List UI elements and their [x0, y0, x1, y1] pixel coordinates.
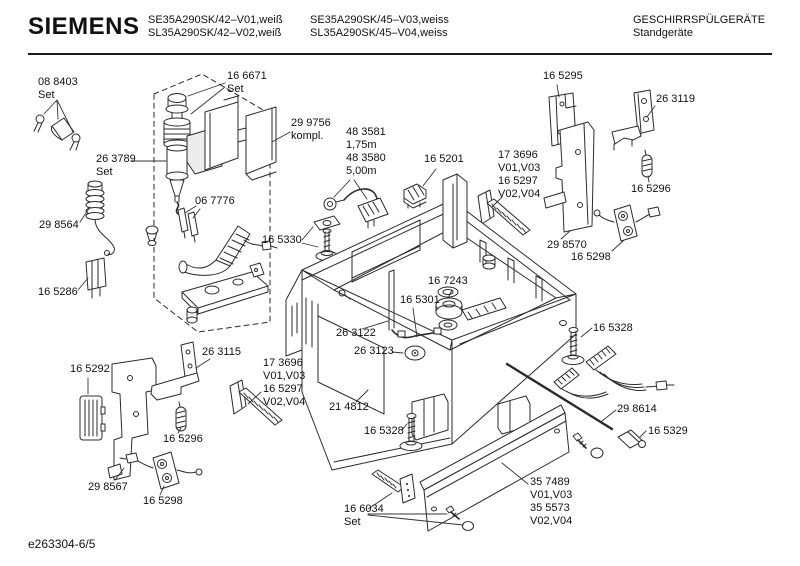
- part-label-26-3122: 26 3122: [336, 327, 376, 339]
- drawing-rod-and-spacer: [505, 362, 646, 459]
- part-label-16-7243: 16 7243: [428, 275, 468, 287]
- document-code: e263304-6/5: [28, 537, 96, 551]
- drawing-hose-clips: [33, 114, 81, 151]
- drawing-valve-enclosure: [204, 95, 277, 181]
- header-divider: [28, 53, 772, 55]
- part-label-26-3123: 26 3123: [354, 345, 394, 357]
- part-label-17-3696-top: 17 3696 V01,V03 16 5297 V02,V04: [498, 149, 541, 200]
- drawing-bracket-26-3119: [611, 89, 655, 151]
- drawing-leveling-screw-bottom: [399, 413, 423, 451]
- part-label-35-7489: 35 7489 V01,V03 35 5573 V02,V04: [530, 476, 573, 527]
- part-label-16-6671: 16 6671 Set: [227, 70, 267, 95]
- part-label-26-3115: 26 3115: [202, 346, 241, 358]
- part-label-26-3789: 26 3789 Set: [96, 153, 136, 178]
- drawing-bracket-29-8570: [543, 121, 595, 233]
- part-label-48-3581: 48 3581 1,75m 48 3580 5,00m: [346, 126, 386, 177]
- part-label-29-8614: 29 8614: [617, 403, 657, 415]
- drawing-spring-top: [641, 149, 653, 178]
- drawing-wire-harness: [323, 188, 389, 229]
- part-label-21-4812: 21 4812: [329, 401, 369, 413]
- part-label-06-7776: 06 7776: [195, 195, 235, 207]
- part-label-17-3696-bottom: 17 3696 V01,V03 16 5297 V02,V04: [263, 357, 306, 408]
- model-list-right: SE35A290SK/45–V03,weiss SL35A290SK/45–V0…: [310, 14, 449, 39]
- drawing-clip-bracket: [85, 257, 107, 299]
- drawing-ribbon-cables: [553, 345, 675, 399]
- part-label-16-5295: 16 5295: [543, 70, 583, 82]
- part-label-16-5296-top: 16 5296: [631, 183, 671, 195]
- part-label-16-5329: 16 5329: [648, 425, 688, 437]
- drawing-mounting-plate: [181, 262, 269, 324]
- drawing-float-parts: [391, 286, 463, 361]
- part-label-16-5298-top: 16 5298: [571, 251, 611, 263]
- part-label-16-5328-bottom: 16 5328: [364, 425, 404, 437]
- drawing-ribbed-rail-top: [477, 189, 531, 236]
- drawing-plinth-panel: [419, 404, 570, 532]
- brand-logo: SIEMENS: [28, 13, 140, 40]
- drawing-comb-set: [371, 469, 474, 531]
- part-label-16-5330: 16 5330: [262, 234, 302, 246]
- part-label-29-8564: 29 8564: [39, 219, 79, 231]
- model-list-left: SE35A290SK/42–V01,weiß SL35A290SK/42–V02…: [148, 14, 283, 39]
- part-label-16-5301: 16 5301: [400, 294, 440, 306]
- drawing-connector-block: [403, 183, 427, 209]
- drawing-ribbed-coupling: [85, 180, 115, 256]
- drawing-bottom-left-group: [79, 341, 283, 490]
- drawing-cap-screw: [145, 225, 159, 246]
- part-label-16-5298-bottom: 16 5298: [143, 495, 183, 507]
- part-label-29-8570: 29 8570: [547, 239, 587, 251]
- part-label-26-3119: 26 3119: [656, 93, 695, 105]
- drawing-leveling-screw-right: [561, 327, 585, 365]
- part-label-16-6034: 16 6034 Set: [344, 503, 384, 528]
- category-title: GESCHIRRSPÜLGERÄTE: [633, 14, 766, 26]
- part-label-16-5201: 16 5201: [424, 153, 464, 165]
- part-label-16-5296-bottom: 16 5296: [163, 433, 203, 445]
- part-label-16-5328-right: 16 5328: [593, 322, 633, 334]
- part-label-29-8567: 29 8567: [88, 481, 128, 493]
- drawing-drain-hose: [178, 225, 278, 276]
- part-label-29-9756: 29 9756 kompl.: [291, 117, 331, 142]
- leader-lines: [43, 82, 656, 526]
- part-label-08-8403: 08 8403 Set: [38, 76, 78, 101]
- part-label-16-5286: 16 5286: [38, 286, 78, 298]
- drawing-base-pan: [285, 173, 577, 471]
- part-label-16-5292: 16 5292: [70, 363, 110, 375]
- drawing-latch-top: [593, 204, 661, 242]
- drawing-front-rails: [411, 393, 531, 441]
- appliance-type: Standgeräte: [633, 27, 693, 39]
